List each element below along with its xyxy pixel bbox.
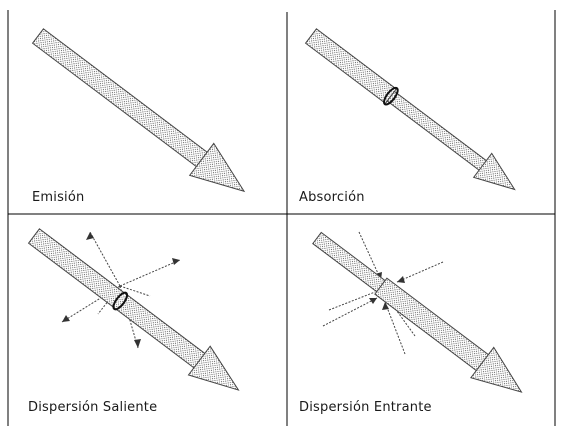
panel-absorption: Absorción (289, 4, 565, 214)
panel-label: Emisión (32, 190, 84, 205)
emission-ray (10, 4, 286, 214)
panel-emission: Emisión (10, 4, 286, 214)
out-scattering-ray (10, 218, 286, 428)
absorption-ray (289, 4, 565, 214)
panel-label: Dispersión Saliente (28, 400, 157, 415)
panel-label: Dispersión Entrante (299, 400, 432, 415)
panel-label: Absorción (299, 190, 365, 205)
panel-out-scattering: Dispersión Saliente (10, 218, 286, 428)
in-scattering-ray (289, 218, 565, 428)
panel-in-scattering: Dispersión Entrante (289, 218, 565, 428)
